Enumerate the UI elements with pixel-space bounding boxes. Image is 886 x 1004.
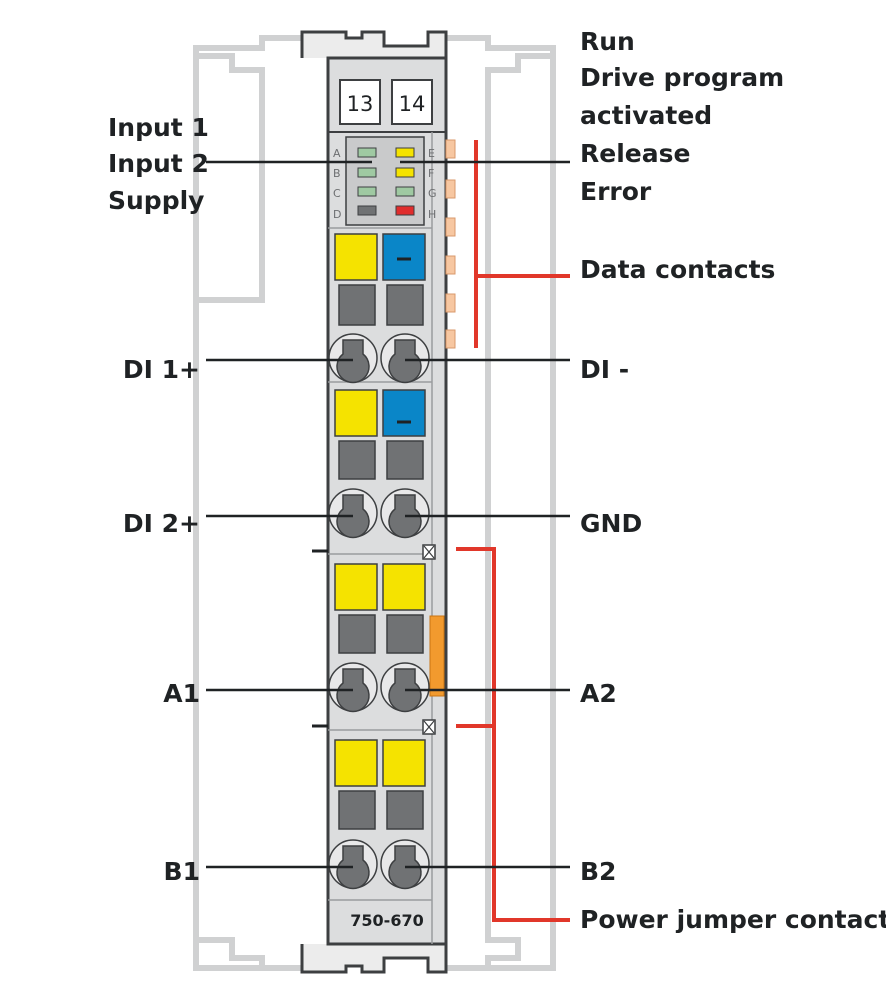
data-contact-pins (445, 139, 456, 349)
label-drive-program: Drive program (580, 63, 784, 92)
data-contacts-bracket (474, 140, 570, 348)
led-g (395, 186, 415, 197)
terminal-number-box-14 (391, 79, 433, 125)
svg-text:E: E (428, 147, 435, 160)
power-jumper-bracket (456, 547, 570, 922)
svg-text:F: F (428, 167, 434, 180)
top-clip (300, 30, 448, 58)
terminal-block-4 (328, 739, 430, 890)
bottom-clip (300, 944, 448, 974)
label-error: Error (580, 177, 652, 206)
terminal-number-13: 13 (347, 92, 374, 116)
led-letters-right: E F G H (428, 147, 437, 221)
label-di-minus: DI - (580, 355, 629, 384)
entry-gray-left (338, 284, 376, 326)
led-d-supply (357, 205, 377, 216)
label-input2: Input 2 (108, 149, 209, 178)
label-supply: Supply (108, 186, 204, 215)
led-h-error (395, 205, 415, 216)
svg-text:H: H (428, 208, 436, 221)
label-run: Run (580, 27, 635, 56)
svg-text:A: A (333, 147, 341, 160)
svg-text:G: G (428, 187, 437, 200)
led-c-input2 (357, 186, 377, 197)
terminal-number-14: 14 (399, 92, 426, 116)
terminal-block-2 (328, 389, 430, 539)
terminal-number-box-13 (339, 79, 381, 125)
label-di1-plus: DI 1+ (123, 355, 200, 384)
label-a2: A2 (580, 679, 617, 708)
release-button-yellow (334, 233, 378, 281)
label-power-jumper: Power jumper contacts (580, 905, 886, 934)
leader-lines (206, 160, 570, 869)
svg-text:B: B (333, 167, 341, 180)
entry-gray-right (386, 284, 424, 326)
led-b-input1 (357, 167, 377, 178)
label-gnd: GND (580, 509, 642, 538)
label-data-contacts: Data contacts (580, 255, 775, 284)
led-a-run (357, 147, 377, 158)
power-jumper-orange (429, 615, 445, 697)
led-e-drive (395, 147, 415, 158)
label-di2-plus: DI 2+ (123, 509, 200, 538)
svg-text:C: C (333, 187, 341, 200)
label-b2: B2 (580, 857, 616, 886)
label-b1: B1 (164, 857, 200, 886)
led-f-release (395, 167, 415, 178)
svg-text:D: D (333, 208, 341, 221)
part-number: 750-670 (350, 911, 423, 930)
leds (357, 147, 415, 216)
release-button-blue (382, 233, 426, 281)
led-letters-left: A B C D (333, 147, 341, 221)
din-rail (193, 35, 556, 971)
label-a1: A1 (163, 679, 200, 708)
label-input1: Input 1 (108, 113, 209, 142)
label-release: Release (580, 139, 690, 168)
label-activated: activated (580, 101, 712, 130)
